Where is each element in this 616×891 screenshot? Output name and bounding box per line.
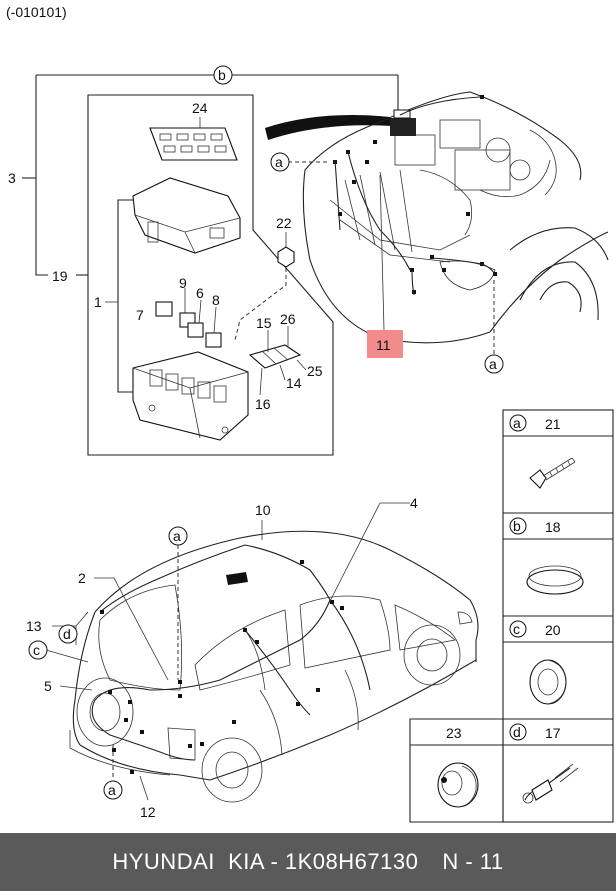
label-12: 12 [140,804,156,820]
callout-d-rear-text: d [63,626,71,642]
fusible-link-set [248,326,307,396]
label-6: 6 [196,285,204,301]
callout-a-rear-top-text: a [173,528,181,544]
callout-a-rear-bottom [103,780,123,800]
callout-a-engine-bottom-text: a [489,356,497,372]
callout-c-rear [28,640,48,660]
fuse-box-cover [132,177,241,254]
callout-a-rear-top [168,526,188,546]
label-8: 8 [212,292,220,308]
legend-b-circle [509,517,527,535]
fuse-box-group: 24 3 19 1 22 9 6 7 8 15 26 25 14 16 b [8,65,399,456]
label-14: 14 [286,375,302,391]
legend-a-letter: a [513,415,521,431]
highlight-box-11 [367,330,403,358]
legend-b-letter: b [513,518,521,534]
label-11: 11 [376,337,391,353]
label-1: 1 [94,294,102,310]
callout-b-text: b [218,67,226,83]
legend-d-part: 17 [545,725,561,741]
callout-a-rear-bottom-text: a [108,782,116,798]
legend-d-letter: d [513,724,521,740]
label-4: 4 [410,495,418,511]
label-25: 25 [307,363,323,379]
callout-d-rear [58,624,78,644]
label-16: 16 [255,396,271,412]
legend-c-part: 20 [545,622,561,638]
label-22: 22 [276,215,292,231]
label-9: 9 [179,275,187,291]
callout-c-rear-text: c [33,642,40,658]
wiring-harness-diagram: (-010101) [6,4,614,823]
bolt-icon [529,457,576,489]
engine-bay-illustration: a a 11 [265,91,609,374]
label-7: 7 [136,307,144,323]
legend-c-letter: c [513,621,520,637]
label-15: 15 [256,315,272,331]
fuse-box-body [132,351,249,441]
label-24: 24 [192,100,208,116]
fuse-set [155,288,222,348]
legend-b-part: 18 [545,519,561,535]
callout-a-left-text: a [275,154,283,170]
legend-23-part: 23 [446,725,462,741]
callout-a-engine-bottom [484,354,504,374]
callout-a-left [270,152,290,172]
legend-a-circle [509,414,527,432]
plug-cap-icon [526,565,584,595]
date-code: (-010101) [6,4,67,20]
fastener-legend-table: a 21 b 18 c 20 d 17 [409,409,614,823]
relay-cover-plate [149,127,238,161]
legend-a-part: 21 [545,416,561,432]
legend-c-circle [509,620,527,638]
footer-bar: HYUNDAI KIA - 1K08H67130 N - 11 [0,833,616,891]
vehicle-body-illustration: 10 4 2 13 5 12 a d c a [26,495,479,820]
footer-page: N - 11 [442,849,504,874]
callout-b-top [213,65,233,85]
label-2: 2 [78,570,86,586]
nut-22 [277,232,295,268]
wire-protector-icon [522,763,579,804]
label-26: 26 [280,311,296,327]
legend-d-circle [509,723,527,741]
grommet-icon [529,659,567,705]
footer-brand: HYUNDAI KIA - 1K08H67130 [112,849,419,874]
label-13: 13 [26,618,42,634]
label-3: 3 [8,170,16,186]
label-19: 19 [52,268,68,284]
label-5: 5 [44,678,52,694]
round-grommet-icon [437,762,479,808]
label-10: 10 [255,502,271,518]
